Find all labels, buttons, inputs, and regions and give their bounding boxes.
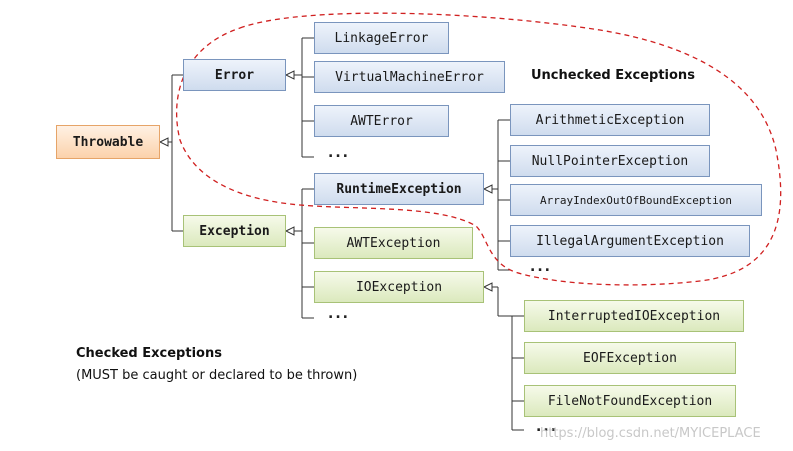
interrupted-io-exception-node: InterruptedIOException — [524, 300, 744, 332]
unchecked-exceptions-outline — [175, 12, 782, 286]
file-not-found-exception-node: FileNotFoundException — [524, 385, 736, 417]
exception-node: Exception — [183, 215, 286, 247]
runtime-exception-node: RuntimeException — [314, 173, 484, 205]
runtime-exception-connector — [484, 119, 510, 271]
io-exception-node: IOException — [314, 271, 484, 303]
awt-exception-node: AWTException — [314, 227, 473, 259]
throwable-connector — [160, 74, 183, 232]
exception-inheritance-arrow — [284, 226, 295, 236]
checked-exceptions-note: (MUST be caught or declared to be thrown… — [76, 368, 358, 383]
exception-connector — [286, 188, 314, 319]
checked-exceptions-title: Checked Exceptions — [76, 346, 222, 361]
error-connector — [286, 37, 314, 158]
eof-exception-node: EOFException — [524, 342, 736, 374]
error-inheritance-arrow — [284, 70, 295, 80]
throwable-inheritance-arrow — [158, 137, 169, 147]
io-exception-inheritance-arrow — [482, 282, 493, 292]
null-pointer-exception-node: NullPointerException — [510, 145, 710, 177]
io-more-ellipsis: ... — [536, 419, 558, 435]
linkage-error-node: LinkageError — [314, 22, 449, 54]
watermark: https://blog.csdn.net/MYICEPLACE — [540, 426, 761, 441]
illegal-argument-exception-node: IllegalArgumentException — [510, 225, 750, 257]
error-node: Error — [183, 59, 286, 91]
io-exception-connector — [484, 286, 524, 431]
virtual-machine-error-node: VirtualMachineError — [314, 61, 505, 93]
error-more-ellipsis: ... — [328, 145, 350, 161]
exception-more-ellipsis: ... — [328, 306, 350, 322]
arithmetic-exception-node: ArithmeticException — [510, 104, 710, 136]
unchecked-exceptions-label: Unchecked Exceptions — [531, 68, 695, 83]
runtime-exception-inheritance-arrow — [482, 184, 493, 194]
awt-error-node: AWTError — [314, 105, 449, 137]
runtime-more-ellipsis: ... — [530, 259, 552, 275]
throwable-node: Throwable — [56, 125, 160, 159]
array-index-out-of-bound-exception-node: ArrayIndexOutOfBoundException — [510, 184, 762, 216]
